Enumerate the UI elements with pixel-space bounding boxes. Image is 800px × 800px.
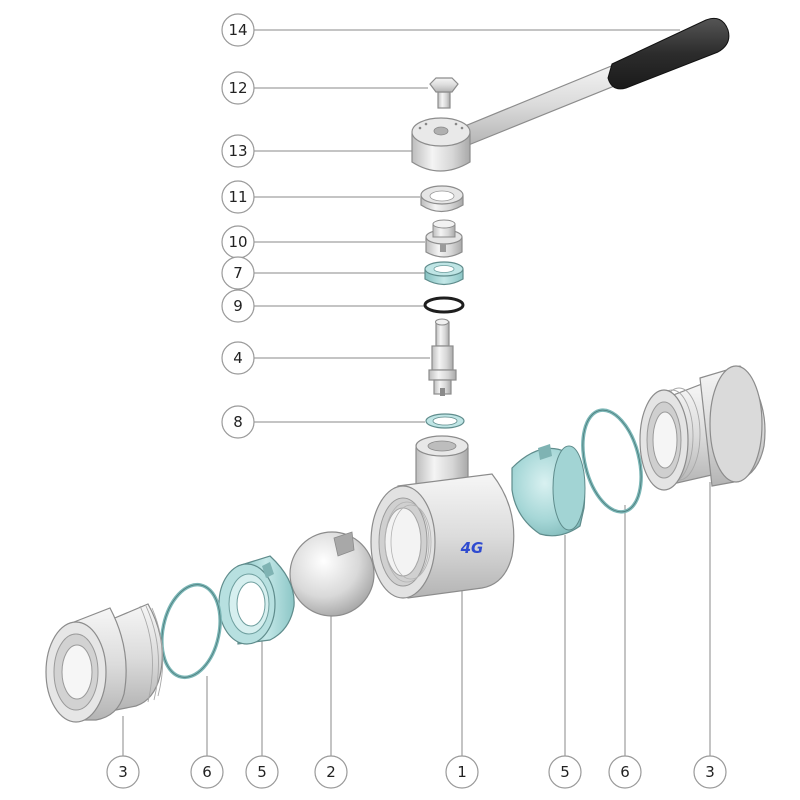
part-8-stem-washer [425,413,465,429]
callout-14-label: 14 [228,21,247,39]
callout-bottom-5-right: 5 [548,755,582,789]
callout-12: 12 [221,71,255,105]
part-3-right-end-connector [639,365,766,491]
part-13-handle-hub [411,117,471,172]
callout-bottom-1: 1 [445,755,479,789]
callout-8-label: 8 [233,413,243,431]
callout-13-label: 13 [228,142,247,160]
callout-bottom-5-left: 5 [245,755,279,789]
part-5-right-seat [511,444,586,537]
callout-bottom-3-right: 3 [693,755,727,789]
part-2-ball [289,531,375,617]
callout-bottom-3-right-label: 3 [705,763,715,781]
callout-4-label: 4 [233,349,243,367]
callout-8: 8 [221,405,255,439]
part-14-handle-lever [459,17,730,147]
handle-grip [607,17,730,90]
callout-11: 11 [221,180,255,214]
callout-bottom-1-label: 1 [457,763,467,781]
brand-logo: 4G [460,539,484,557]
callout-9-label: 9 [233,297,243,315]
callout-bottom-6-left: 6 [190,755,224,789]
part-7-stem-packing [424,261,464,286]
callout-4: 4 [221,341,255,375]
part-6-left-o-ring [160,582,222,680]
part-6-right-o-ring [581,408,643,514]
callout-bottom-5-left-label: 5 [257,763,267,781]
callout-bottom-6-right: 6 [608,755,642,789]
callout-bottom-2: 2 [314,755,348,789]
callout-13: 13 [221,134,255,168]
part-9-o-ring [423,296,465,314]
callout-7: 7 [221,256,255,290]
callout-10: 10 [221,225,255,259]
callout-bottom-3-left-label: 3 [118,763,128,781]
callout-7-label: 7 [233,264,243,282]
part-4-stem [428,318,457,396]
part-11-nut-ring [420,185,464,213]
leader-lines [122,29,711,756]
threads-left [139,605,164,703]
callout-bottom-2-label: 2 [326,763,336,781]
callout-bottom-5-right-label: 5 [560,763,570,781]
callout-bottom-6-left-label: 6 [202,763,212,781]
part-5-left-seat [218,555,295,645]
callout-bottom-3-left: 3 [106,755,140,789]
part-12-bolt [429,77,459,109]
part-10-gland [425,219,463,258]
callout-9: 9 [221,289,255,323]
callout-11-label: 11 [228,188,247,206]
callout-10-label: 10 [228,233,247,251]
part-3-left-end-connector [45,603,164,723]
callout-12-label: 12 [228,79,247,97]
part-1-valve-body: 4G [370,435,515,599]
threads-body [384,501,432,583]
callout-bottom-6-right-label: 6 [620,763,630,781]
callout-14: 14 [221,13,255,47]
